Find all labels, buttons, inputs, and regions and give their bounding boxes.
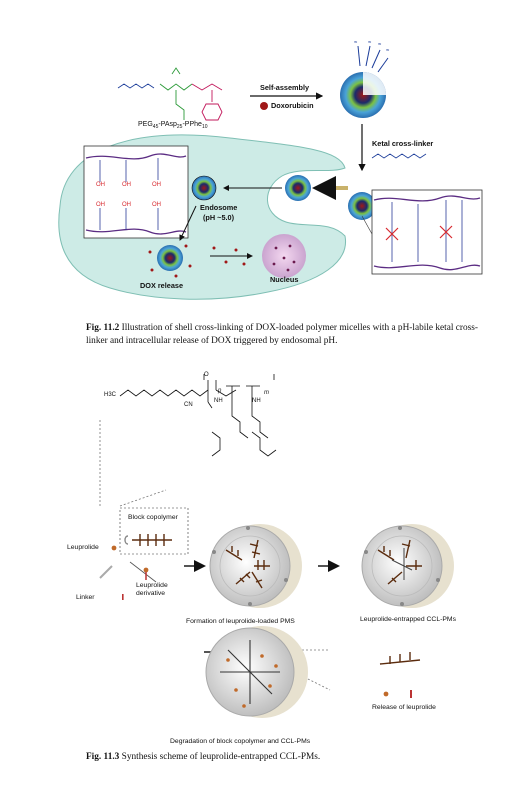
svg-text:≈: ≈ xyxy=(386,48,390,54)
released-micelle xyxy=(157,245,183,271)
svg-text:OH: OH xyxy=(96,182,105,188)
leuprolide-label: Leuprolide xyxy=(67,544,99,551)
degradation-label: Degradation of block copolymer and CCL-P… xyxy=(170,738,311,745)
fig-11-3-caption: Fig. 11.3 Synthesis scheme of leuprolide… xyxy=(86,751,486,764)
doxorubicin-label: Doxorubicin xyxy=(271,101,314,110)
polymer-structure xyxy=(117,67,223,121)
chem-nh-2: NH xyxy=(252,398,261,404)
to-release-arrow xyxy=(179,205,197,241)
svg-text:OH: OH xyxy=(122,182,131,188)
block-copolymer-structure xyxy=(119,374,277,457)
ketal-crosslinker-structure xyxy=(371,153,427,159)
block-copolymer-label: Block copolymer xyxy=(128,514,178,521)
fig-11-2-caption-label: Fig. 11.2 xyxy=(86,323,120,333)
fig-11-2: PEG45-PAsp25-PPhe10 ≈ ≈ ≈ ≈ xyxy=(58,40,483,300)
block-copolymer-glyph xyxy=(124,534,172,546)
chem-p: p xyxy=(218,388,222,394)
inset-right-chains xyxy=(373,195,481,271)
svg-text:OH: OH xyxy=(152,182,161,188)
linker-label: Linker xyxy=(76,594,95,601)
leuprolide-derivative-line1: Leuprolide xyxy=(136,582,168,589)
fig-11-3 xyxy=(99,374,454,718)
fig-11-3-caption-text: Synthesis scheme of leuprolide-entrapped… xyxy=(121,752,321,762)
formation-label: Formation of leuprolide-loaded PMS xyxy=(186,618,295,625)
linker-glyph xyxy=(99,565,113,579)
chem-h3c: H3C xyxy=(104,392,117,398)
crosslink-inset-left xyxy=(83,145,189,239)
release-label: Release of leuprolide xyxy=(372,704,436,711)
endosome-ph-label: (pH ~5.0) xyxy=(203,213,235,222)
svg-text:OH: OH xyxy=(96,202,105,208)
micelle-internal xyxy=(285,175,311,201)
micelle-membrane xyxy=(348,192,376,220)
leuprolide-dot xyxy=(111,545,117,551)
chem-o: O xyxy=(204,372,209,378)
release-glyphs xyxy=(379,652,421,698)
svg-text:≈: ≈ xyxy=(354,40,358,46)
endosome-micelle xyxy=(191,175,217,201)
doxorubicin-dot xyxy=(260,102,268,110)
pms-particle xyxy=(209,524,302,608)
micelle-top: ≈ ≈ ≈ ≈ xyxy=(340,40,390,118)
ccl-pms-particle xyxy=(361,524,454,608)
entrapped-label: Leuprolide-entrapped CCL-PMs xyxy=(360,616,456,623)
leuprolide-derivative-line2: derivative xyxy=(136,590,166,597)
block-copolymer-box xyxy=(119,507,189,555)
fig-11-3-caption-label: Fig. 11.3 xyxy=(86,752,120,762)
endosome-label: Endosome xyxy=(200,203,238,212)
nucleus-label: Nucleus xyxy=(270,275,299,284)
svg-text:OH: OH xyxy=(152,202,161,208)
ketal-crosslinker-label: Ketal cross-linker xyxy=(372,139,434,148)
nucleus xyxy=(262,234,306,278)
crosslink-inset-right xyxy=(371,189,483,275)
self-assembly-label: Self-assembly xyxy=(260,83,310,92)
chem-nh-1: NH xyxy=(214,398,223,404)
chem-cn: CN xyxy=(184,402,193,408)
dox-release-label: DOX release xyxy=(140,281,183,290)
degraded-particle xyxy=(205,626,308,718)
chem-m: m xyxy=(264,390,269,396)
inset-left-chains xyxy=(85,153,187,235)
svg-text:≈: ≈ xyxy=(368,40,372,46)
ketal-crosslinks xyxy=(385,225,453,241)
svg-text:OH: OH xyxy=(122,202,131,208)
fig-11-2-caption-text: Illustration of shell cross-linking of D… xyxy=(86,323,478,346)
svg-text:≈: ≈ xyxy=(378,42,382,48)
fig-11-2-caption: Fig. 11.2 Illustration of shell cross-li… xyxy=(86,322,486,347)
polymer-label: PEG45-PAsp25-PPhe10 xyxy=(138,121,208,130)
